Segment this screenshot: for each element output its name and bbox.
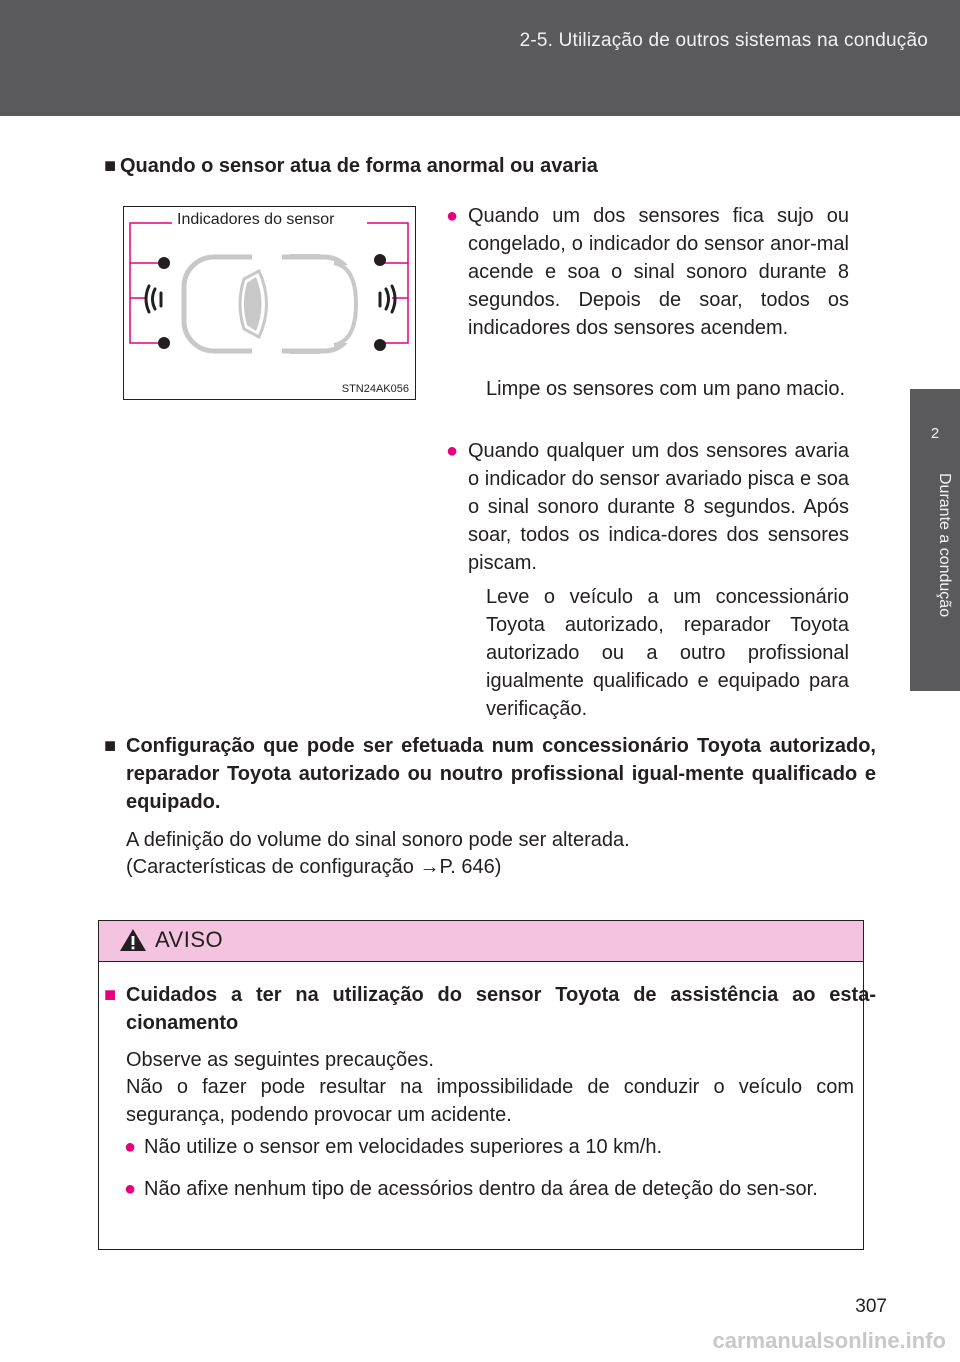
warning-header: AVISO: [99, 921, 863, 962]
circle-bullet-icon: ●: [446, 205, 459, 227]
page-header: 2-5. Utilização de outros sistemas na co…: [0, 0, 960, 116]
warning-title: AVISO: [155, 927, 224, 952]
warning-triangle-icon: [120, 929, 146, 951]
car-sensor-diagram: [129, 222, 409, 357]
circle-bullet-icon: ●: [124, 1136, 137, 1158]
square-bullet-icon: ■: [104, 155, 117, 177]
body-text: (Características de configuração →P. 646…: [126, 856, 502, 878]
note-text: Limpe os sensores com um pano macio.: [486, 378, 846, 400]
body-text: A definição do volume do sinal sonoro po…: [126, 829, 630, 851]
warning-intro: Não o fazer pode resultar na impossibili…: [126, 1076, 854, 1126]
page-number: 307: [855, 1296, 887, 1317]
warning-box: AVISO ■Cuidados a ter na utilização do s…: [98, 920, 876, 1250]
square-bullet-icon: ■: [104, 735, 117, 757]
square-bullet-icon: ■: [104, 984, 117, 1006]
warning-heading: ■Cuidados a ter na utilização do sensor …: [104, 981, 876, 1037]
section2-heading: ■Configuração que pode ser efetuada num …: [104, 732, 876, 816]
list-item: ● Não afixe nenhum tipo de acessórios de…: [124, 1175, 854, 1203]
chapter-title: Durante a condução: [936, 473, 953, 618]
circle-bullet-icon: ●: [124, 1178, 137, 1200]
sensor-indicator-figure: Indicadores do sensor STN24AK056: [123, 206, 416, 400]
chapter-tab: 2 Durante a condução: [910, 389, 960, 691]
watermark: carmanualsonline.info: [712, 1328, 947, 1353]
circle-bullet-icon: ●: [446, 440, 459, 462]
section-title: 2-5. Utilização de outros sistemas na co…: [519, 30, 928, 51]
warning-intro: Observe as seguintes precauções.: [126, 1049, 434, 1071]
section1-heading: ■Quando o sensor atua de forma anormal o…: [104, 152, 864, 180]
list-item: ● Quando um dos sensores fica sujo ou co…: [446, 202, 849, 342]
note-text: Leve o veículo a um concessionário Toyot…: [486, 586, 849, 720]
chapter-number: 2: [930, 425, 940, 442]
figure-code: STN24AK056: [341, 383, 409, 395]
list-item: ● Não utilize o sensor em velocidades su…: [124, 1133, 854, 1161]
figure-caption: Indicadores do sensor: [174, 211, 338, 229]
list-item: ● Quando qualquer um dos sensores avaria…: [446, 437, 849, 577]
